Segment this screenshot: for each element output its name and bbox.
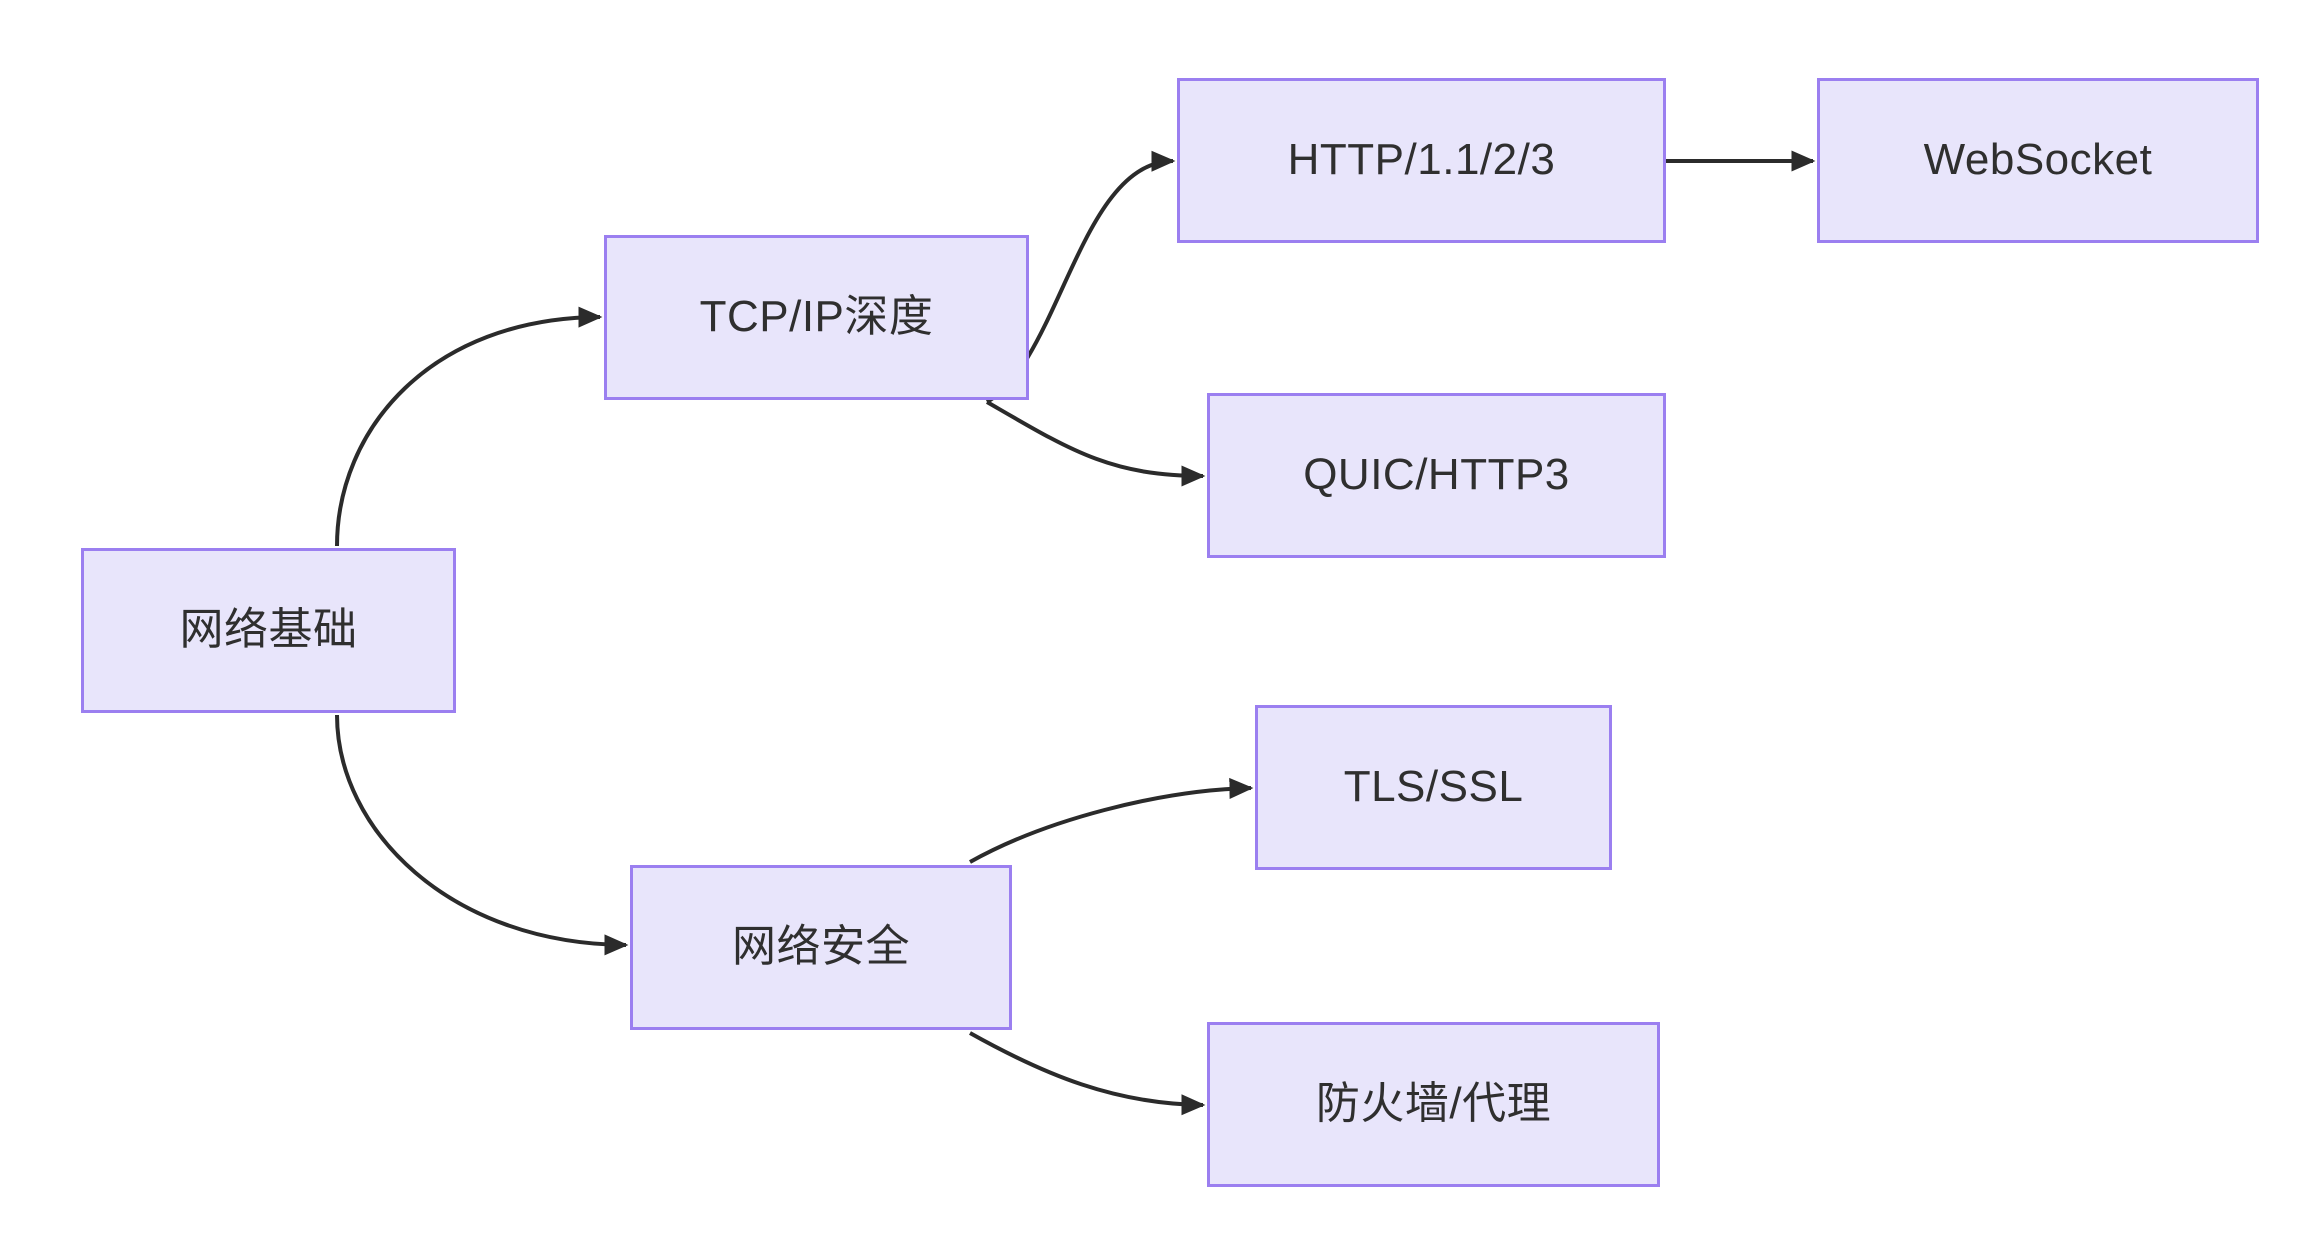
node-label-http: HTTP/1.1/2/3	[1287, 135, 1556, 185]
node-http[interactable]: HTTP/1.1/2/3	[1177, 78, 1666, 243]
node-label-websocket: WebSocket	[1923, 135, 2153, 185]
node-label-root: 网络基础	[179, 605, 358, 655]
node-label-tcpip: TCP/IP深度	[699, 292, 934, 342]
node-root[interactable]: 网络基础	[81, 548, 456, 713]
edge-security-to-firewall	[969, 1031, 1206, 1116]
edge-root-to-security	[335, 714, 629, 956]
node-security[interactable]: 网络安全	[630, 865, 1012, 1030]
node-firewall[interactable]: 防火墙/代理	[1207, 1022, 1660, 1187]
edge-root-to-tcpip	[335, 306, 603, 547]
edge-security-to-tls	[969, 777, 1254, 864]
node-label-security: 网络安全	[732, 922, 910, 972]
edge-tcpip-to-quic	[985, 400, 1206, 487]
node-label-quic: QUIC/HTTP3	[1303, 450, 1570, 500]
edge-group	[335, 150, 1816, 1116]
node-tls[interactable]: TLS/SSL	[1255, 705, 1612, 870]
node-label-firewall: 防火墙/代理	[1315, 1079, 1552, 1129]
node-websocket[interactable]: WebSocket	[1817, 78, 2259, 243]
node-label-tls: TLS/SSL	[1343, 762, 1524, 812]
node-tcpip[interactable]: TCP/IP深度	[604, 235, 1029, 400]
node-quic[interactable]: QUIC/HTTP3	[1207, 393, 1666, 558]
